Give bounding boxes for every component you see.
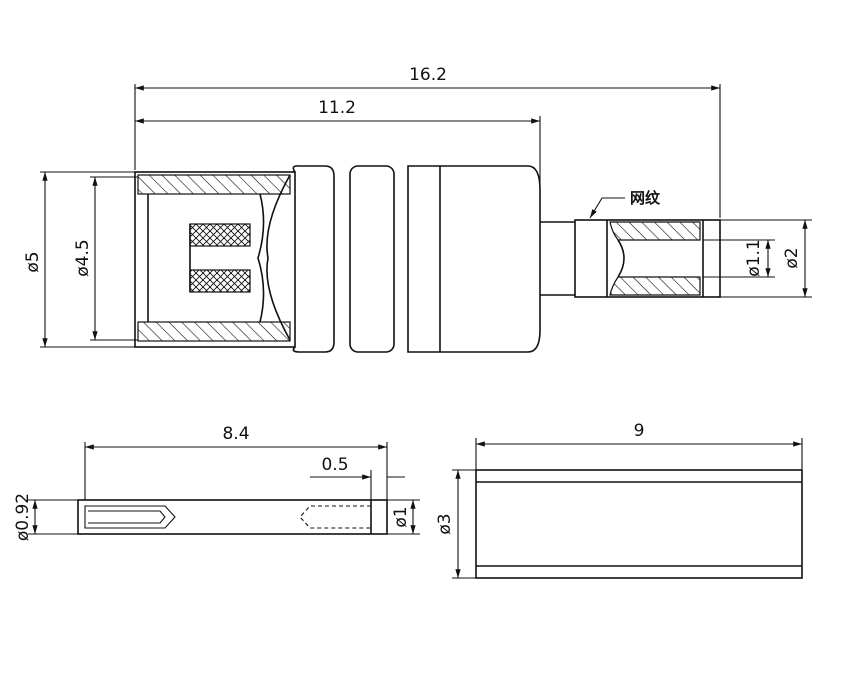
dim-pin-dia-left-label: ø0.92 — [13, 493, 33, 541]
dim-sleeve-length-label: 9 — [634, 421, 645, 441]
connector-view: 16.2 11.2 网纹 — [23, 65, 812, 353]
housing-wall-top — [137, 174, 291, 195]
dim-pin-tip-label: 0.5 — [321, 455, 348, 475]
housing-wall-bottom — [137, 321, 291, 342]
grip-ring-2 — [349, 165, 395, 353]
dim-sleeve-dia-label: ø3 — [435, 513, 455, 534]
dim-overall-label: 16.2 — [409, 65, 447, 85]
dim-pin-length-label: 8.4 — [222, 424, 249, 444]
pin-shaft — [574, 219, 721, 298]
grip-ring-1 — [292, 165, 335, 353]
insulator-bottom — [189, 269, 251, 293]
dim-outer-dia-label: ø5 — [23, 251, 43, 272]
grip-body — [407, 165, 541, 353]
sleeve-view: 9 ø3 — [435, 421, 803, 579]
dim-pin-dia-label: ø2 — [782, 247, 802, 268]
pin-body — [77, 499, 388, 535]
housing-outline — [134, 171, 296, 348]
dim-bore-dia-label: ø1.1 — [744, 239, 764, 276]
pin-wall-top — [609, 221, 701, 241]
insulator-top — [189, 223, 251, 247]
dim-body-label: 11.2 — [318, 98, 356, 118]
pin-view: 8.4 0.5 ø0.92 ø1 — [13, 424, 420, 541]
sleeve-body — [475, 469, 803, 579]
dim-pin-dia-right-label: ø1 — [391, 506, 411, 527]
pin-wall-bottom — [609, 276, 701, 296]
dim-inner-dia-label: ø4.5 — [73, 239, 93, 276]
knurl-note: 网纹 — [630, 189, 661, 207]
